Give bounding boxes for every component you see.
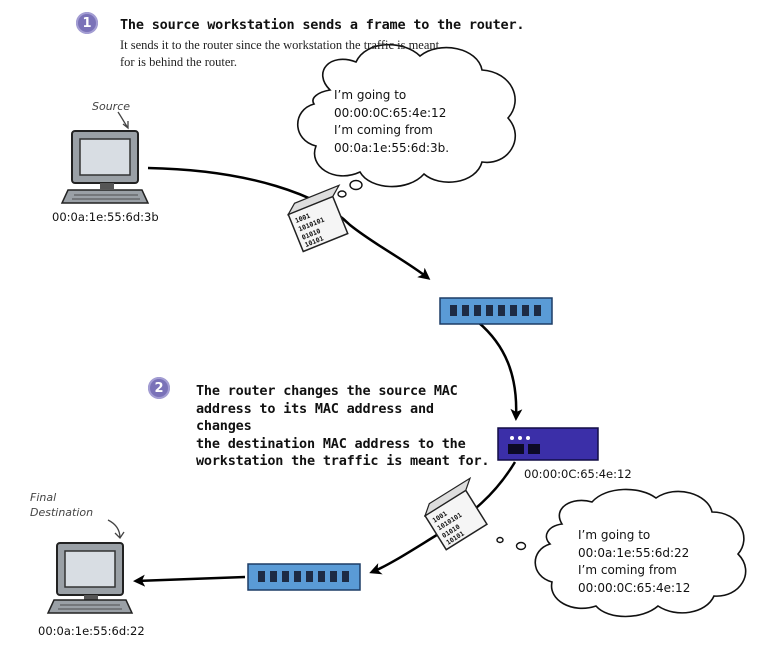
bubble-bottom-line-3: I’m coming from xyxy=(578,563,677,577)
destination-mac-address: 00:0a:1e:55:6d:22 xyxy=(38,624,145,638)
router-mac-address: 00:00:0C:65:4e:12 xyxy=(524,467,632,481)
bubble-bottom-line-4: 00:00:0C:65:4e:12 xyxy=(578,580,691,595)
source-pointer-icon xyxy=(117,111,129,130)
source-computer-icon xyxy=(60,130,150,204)
bubble-bottom-line-2: 00:0a:1e:55:6d:22 xyxy=(578,545,690,560)
step-2-text: The router changes the source MAC addres… xyxy=(196,383,496,471)
thought-bubble-bottom-shape xyxy=(496,488,747,618)
source-label: Source xyxy=(92,100,131,113)
switch-icon-bottom xyxy=(247,563,361,591)
frame-packet-icon-top: 1001 1010101 01010 10101 xyxy=(286,184,349,253)
step-1-body-line-2: for is behind the router. xyxy=(120,55,237,69)
step-2-line-1: The router changes the source MAC xyxy=(196,383,458,399)
destination-pointer-icon xyxy=(107,519,125,540)
step-2-badge: 2 xyxy=(148,377,170,399)
bubble-top-line-4: 00:0a:1e:55:6d:3b. xyxy=(334,140,450,155)
step-1-title: The source workstation sends a frame to … xyxy=(120,17,525,33)
switch-icon-top xyxy=(439,297,553,325)
destination-computer-icon xyxy=(46,542,134,614)
bubble-bottom-line-1: I’m going to xyxy=(578,528,651,542)
step-2-line-3: the destination MAC address to the xyxy=(196,435,466,452)
arrow-switch-to-router xyxy=(477,321,523,421)
source-mac-address: 00:0a:1e:55:6d:3b xyxy=(52,210,159,224)
thought-bubble-top-text: I’m going to 00:00:0C:65:4e:12 I’m comin… xyxy=(334,87,504,157)
step-1-body-line-1: It sends it to the router since the work… xyxy=(120,38,440,52)
bubble-top-line-2: 00:00:0C:65:4e:12 xyxy=(334,105,447,120)
thought-bubble-top-shape xyxy=(297,43,517,198)
destination-label-line-1: Final xyxy=(30,491,57,504)
destination-label-line-2: Destination xyxy=(30,506,94,519)
thought-bubble-bottom-text: I’m going to 00:0a:1e:55:6d:22 I’m comin… xyxy=(578,527,738,597)
step-2-line-2: address to its MAC address and changes xyxy=(196,400,434,435)
bubble-top-line-1: I’m going to xyxy=(334,88,407,102)
step-2-line-4: workstation the traffic is meant for. xyxy=(196,453,490,469)
step-1-badge: 1 xyxy=(76,12,98,34)
router-icon xyxy=(497,427,599,461)
arrow-switch-to-destination xyxy=(133,574,246,587)
bubble-top-line-3: I’m coming from xyxy=(334,123,433,137)
